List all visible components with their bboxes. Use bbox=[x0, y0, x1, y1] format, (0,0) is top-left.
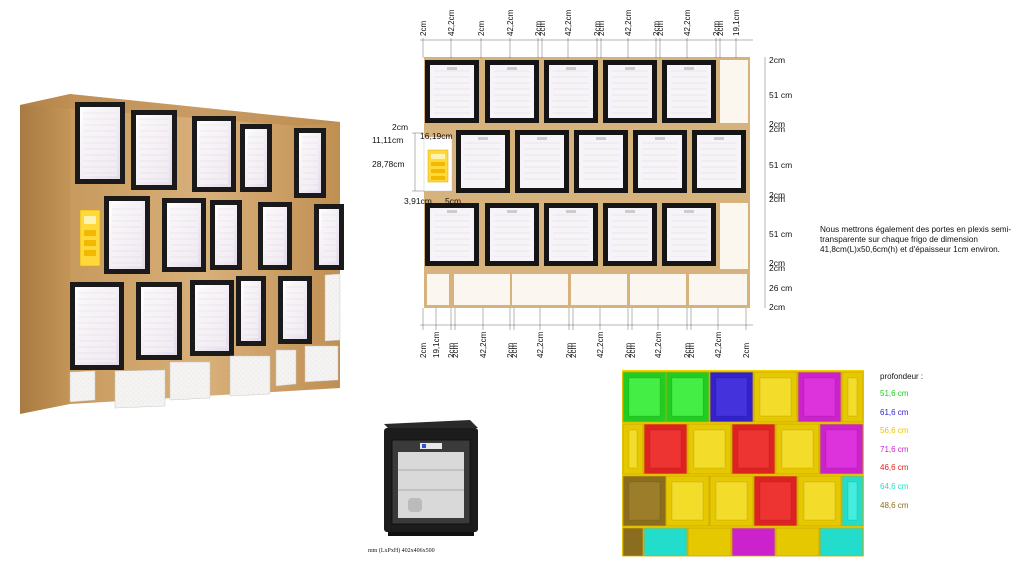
left-dimensions: 2cm 16,19cm 11,11cm 28,78cm 3,91cm 5cm bbox=[372, 122, 461, 206]
depth-legend-item-6: 48,6 cm bbox=[880, 500, 909, 510]
bottom-dim-4: 42,2cm bbox=[479, 331, 488, 358]
fridge-logo-badge bbox=[420, 443, 442, 449]
bottom-dim-7: 42,2cm bbox=[536, 331, 545, 358]
fridge-interior bbox=[398, 452, 464, 518]
depth-cell-22 bbox=[775, 527, 820, 557]
bottom-dim-17: 2cm bbox=[742, 343, 751, 358]
bottom-dim-8: 2cm bbox=[565, 343, 574, 358]
left-dim-6: 5cm bbox=[445, 196, 461, 206]
top-dim-14: 2cm bbox=[716, 21, 725, 36]
cabinet-side-panel bbox=[20, 94, 70, 414]
bottom-dim-12: 2cm bbox=[628, 343, 637, 358]
right-dim-5: 2cm bbox=[769, 190, 785, 200]
depth-legend-item-2: 56,6 cm bbox=[880, 426, 909, 436]
elevation-empty-cell bbox=[720, 203, 748, 269]
bottom-dim-14: 2cm bbox=[683, 343, 692, 358]
left-dim-5: 3,91cm bbox=[404, 196, 432, 206]
elevation-drawer-0 bbox=[427, 274, 449, 305]
right-dim-1: 51 cm bbox=[769, 90, 792, 100]
elevation-empty-cell bbox=[720, 60, 748, 123]
render-fridge-group bbox=[70, 102, 344, 370]
bottom-dim-0: 2cm bbox=[419, 343, 428, 358]
left-dim-4: 28,78cm bbox=[372, 159, 405, 169]
bottom-dim-2: 2cm bbox=[447, 343, 456, 358]
fridge-dimensions-caption: mm (LxPxH) 402x406x500 bbox=[368, 548, 435, 554]
right-dim-11: 2cm bbox=[769, 302, 785, 312]
depth-cell-20 bbox=[687, 527, 732, 557]
depth-legend-title: profondeur : bbox=[880, 372, 924, 381]
left-dim-2: 16,19cm bbox=[420, 131, 453, 141]
elevation-drawer-1 bbox=[454, 274, 510, 305]
depth-legend-item-4: 46,6 cm bbox=[880, 463, 909, 473]
elevation-drawer-5 bbox=[689, 274, 747, 305]
depth-cell-21 bbox=[731, 527, 776, 557]
top-dim-1: 42,2cm bbox=[447, 9, 456, 36]
fridge-compressor bbox=[408, 498, 422, 512]
bottom-dim-15: 2cm bbox=[687, 343, 696, 358]
top-dim-0: 2cm bbox=[419, 21, 428, 36]
top-dim-9: 42,2cm bbox=[624, 9, 633, 36]
depth-legend-item-0: 51,6 cm bbox=[880, 389, 909, 398]
bottom-dim-16: 42,2cm bbox=[714, 331, 723, 358]
elevation-drawer-2 bbox=[512, 274, 568, 305]
left-dim-1: 2cm bbox=[392, 122, 408, 132]
dimension-lines bbox=[420, 39, 766, 326]
right-dim-8: 2cm bbox=[769, 258, 785, 268]
bottom-dim-13: 42,2cm bbox=[654, 331, 663, 358]
right-dim-3: 2cm bbox=[769, 124, 785, 134]
bottom-dim-5: 2cm bbox=[506, 343, 515, 358]
right-dim-9: 2cm bbox=[769, 263, 785, 273]
right-dim-6: 2cm bbox=[769, 194, 785, 204]
top-dim-5: 2cm bbox=[538, 21, 547, 36]
depth-cell-23 bbox=[819, 527, 864, 557]
depth-legend-item-1: 61,6 cm bbox=[880, 407, 909, 417]
top-dim-4: 2cm bbox=[534, 21, 543, 36]
top-dim-11: 2cm bbox=[656, 21, 665, 36]
bottom-dim-1: 19,1cm bbox=[432, 331, 441, 358]
top-dim-10: 2cm bbox=[652, 21, 661, 36]
control-button-2 bbox=[84, 240, 96, 246]
top-dim-6: 42,2cm bbox=[564, 9, 573, 36]
left-dim-3: 11,11cm bbox=[372, 135, 403, 145]
bottom-dim-10: 42,2cm bbox=[596, 331, 605, 358]
control-button-1 bbox=[84, 230, 96, 236]
bottom-dim-3: 2cm bbox=[451, 343, 460, 358]
depth-cell-19 bbox=[643, 527, 688, 557]
control-button-3 bbox=[84, 250, 96, 256]
right-dim-4: 51 cm bbox=[769, 160, 792, 170]
cabinet-3d-render bbox=[20, 94, 344, 414]
top-dim-3: 42,2cm bbox=[506, 9, 515, 36]
top-dim-8: 2cm bbox=[597, 21, 606, 36]
elevation-drawer-3 bbox=[571, 274, 627, 305]
bottom-dim-11: 2cm bbox=[624, 343, 633, 358]
bottom-dim-6: 2cm bbox=[510, 343, 519, 358]
top-dim-7: 2cm bbox=[593, 21, 602, 36]
depth-legend-item-5: 64,6 cm bbox=[880, 481, 909, 491]
right-dim-0: 2cm bbox=[769, 55, 785, 65]
depth-legend: profondeur : 51,6 cm 61,6 cm 56,6 cm 71,6 c… bbox=[880, 372, 923, 519]
right-dim-10: 26 cm bbox=[769, 283, 792, 293]
top-dim-12: 42,2cm bbox=[683, 9, 692, 36]
plexi-door-note: Nous mettrons également des portes en pl… bbox=[820, 225, 1012, 254]
right-dim-7: 51 cm bbox=[769, 229, 792, 239]
depth-cell-18 bbox=[622, 527, 644, 557]
top-dim-15: 19,1cm bbox=[732, 9, 741, 36]
render-drawers bbox=[69, 273, 341, 409]
bottom-dim-9: 2cm bbox=[569, 343, 578, 358]
fridge-product-photo bbox=[384, 420, 478, 536]
top-dim-13: 2cm bbox=[712, 21, 721, 36]
elevation-drawer-4 bbox=[630, 274, 686, 305]
right-dim-2: 2cm bbox=[769, 119, 785, 129]
control-screen bbox=[84, 216, 96, 224]
depth-legend-item-3: 71,6 cm bbox=[880, 444, 909, 454]
depth-color-map bbox=[622, 370, 864, 557]
top-dim-2: 2cm bbox=[477, 21, 486, 36]
